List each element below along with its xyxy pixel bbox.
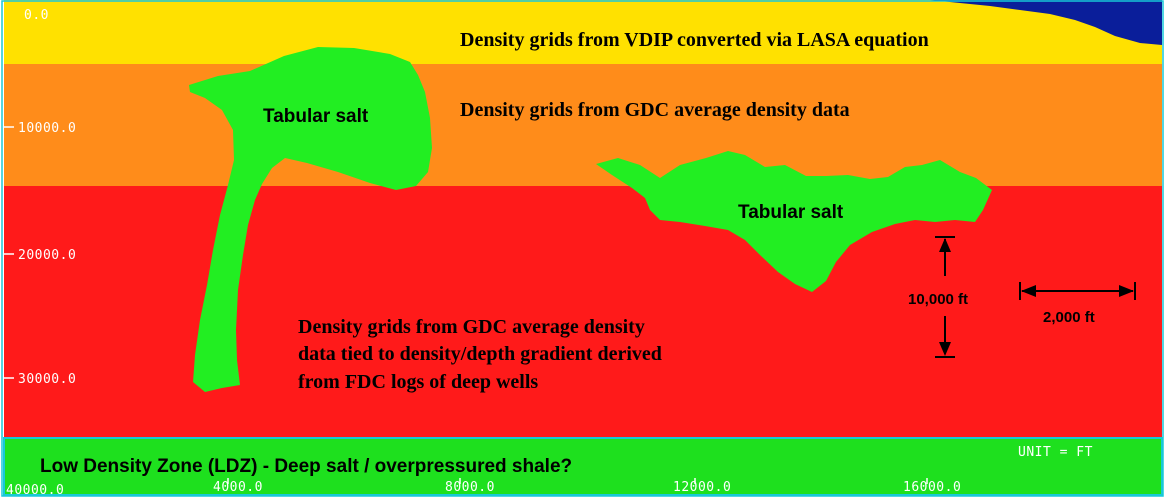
depth-tick-label-1: 10000.0 xyxy=(18,121,76,136)
horizontal-scale-left-arrowhead xyxy=(1021,285,1036,297)
horizontal-axis: 40000.0 4000.0 8000.0 12000.0 16000.0 UN… xyxy=(6,445,1093,498)
yellow-density-zone xyxy=(4,0,1162,64)
red-zone-label-line-1: Density grids from GDC average density xyxy=(298,316,645,338)
depth-tick-top: 0.0 xyxy=(24,8,49,23)
ldz-frame xyxy=(3,437,1163,496)
horizontal-scale-bar: 2,000 ft xyxy=(1019,282,1136,326)
x-tick-label-4: 12000.0 xyxy=(673,480,731,495)
salt-body-left xyxy=(189,47,432,392)
salt-left-label: Tabular salt xyxy=(263,106,369,127)
x-tick-label-1: 40000.0 xyxy=(6,483,64,498)
salt-right-label: Tabular salt xyxy=(738,202,844,223)
unit-legend-fragment: UNIT = FT xyxy=(1018,445,1093,460)
x-tick-label-3: 8000.0 xyxy=(445,480,495,495)
vertical-scale-bar: 10,000 ft xyxy=(908,236,968,358)
depth-tick-label-2: 20000.0 xyxy=(18,248,76,263)
water-body xyxy=(930,0,1162,45)
horizontal-scale-right-arrowhead xyxy=(1119,285,1134,297)
vertical-scale-label: 10,000 ft xyxy=(908,291,968,308)
yellow-zone-label: Density grids from VDIP converted via LA… xyxy=(460,29,929,51)
vertical-scale-down-arrowhead xyxy=(939,342,951,356)
ldz-label: Low Density Zone (LDZ) - Deep salt / ove… xyxy=(40,456,572,477)
red-zone-label-line-3: from FDC logs of deep wells xyxy=(298,371,538,393)
salt-body-right xyxy=(596,151,992,292)
orange-zone-label: Density grids from GDC average density d… xyxy=(460,99,850,121)
red-density-zone xyxy=(4,185,1162,437)
depth-axis: 0.0 10000.0 20000.0 30000.0 xyxy=(4,8,76,387)
x-tick-label-2: 4000.0 xyxy=(213,480,263,495)
x-tick-label-5: 16000.0 xyxy=(903,480,961,495)
depth-tick-label-3: 30000.0 xyxy=(18,372,76,387)
vertical-scale-up-arrowhead xyxy=(939,238,951,252)
horizontal-scale-label: 2,000 ft xyxy=(1043,309,1095,326)
orange-density-zone xyxy=(4,63,1162,186)
red-zone-label-line-2: data tied to density/depth gradient deri… xyxy=(298,343,662,365)
low-density-zone xyxy=(4,439,1162,494)
